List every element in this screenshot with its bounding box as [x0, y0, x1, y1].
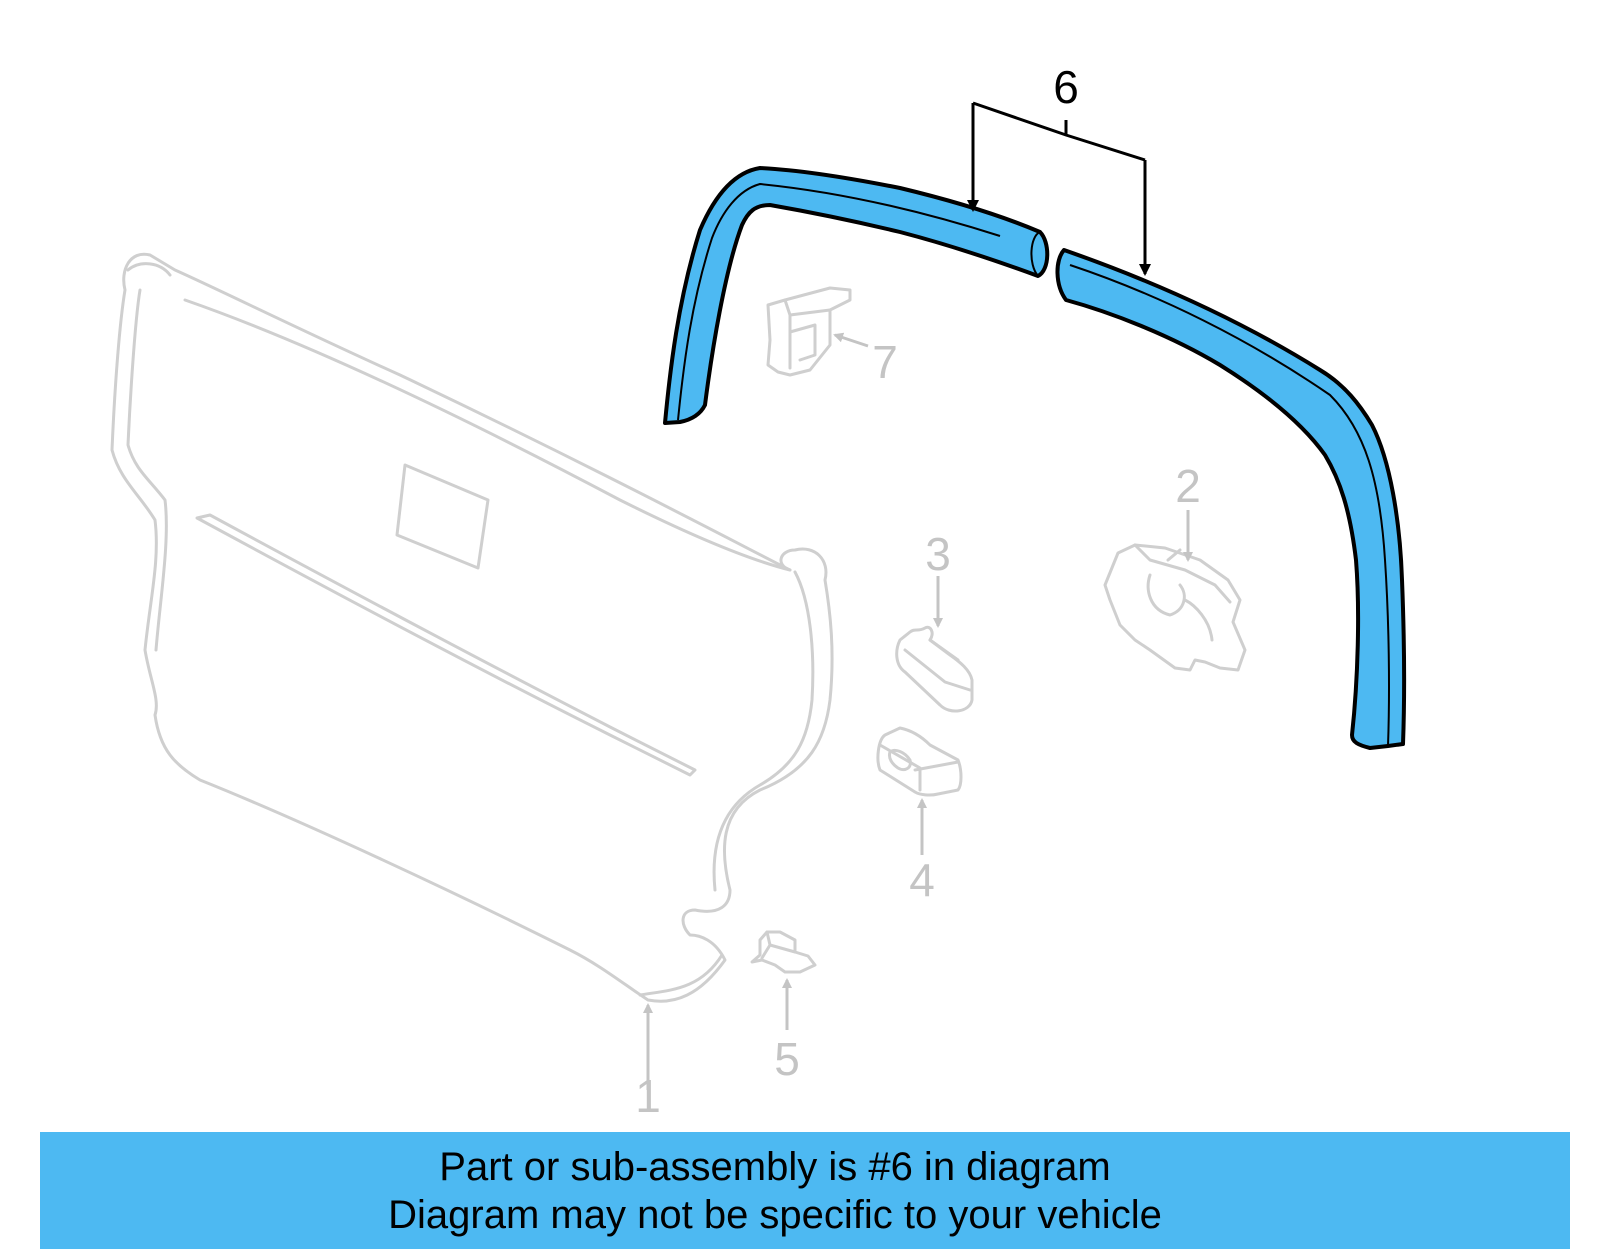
- caption-line-1: Part or sub-assembly is #6 in diagram: [439, 1144, 1111, 1189]
- callout-label-6: 6: [1053, 61, 1079, 113]
- callout-5: 5: [774, 978, 800, 1085]
- callout-label-1: 1: [635, 1070, 661, 1122]
- bracket-part-2: [1103, 543, 1247, 672]
- callout-3: 3: [925, 528, 951, 628]
- parts-diagram: 1 2 3 4 5 7 6: [110, 61, 1407, 1122]
- clip-part-3: [895, 625, 974, 713]
- caption-banner: Part or sub-assembly is #6 in diagram Di…: [40, 1132, 1570, 1249]
- callout-2: 2: [1175, 460, 1201, 562]
- callout-7: 7: [833, 332, 898, 388]
- callout-label-3: 3: [925, 528, 951, 580]
- caption-line-2: Diagram may not be specific to your vehi…: [388, 1192, 1162, 1237]
- molding-left-segment: [663, 166, 1050, 425]
- fastener-part-5: [750, 930, 817, 974]
- clip-part-4: [876, 726, 963, 797]
- molding-right-segment: [1055, 248, 1407, 750]
- callout-label-4: 4: [909, 854, 935, 906]
- callout-4: 4: [909, 798, 935, 906]
- callout-label-2: 2: [1175, 460, 1201, 512]
- molding-part-6: [663, 166, 1407, 750]
- callout-6: 6: [967, 61, 1151, 276]
- retainer-part-7: [766, 286, 852, 377]
- callout-1: 1: [635, 1003, 661, 1122]
- callout-label-7: 7: [872, 336, 898, 388]
- trim-panel-part-1: [110, 252, 834, 1003]
- callout-label-5: 5: [774, 1033, 800, 1085]
